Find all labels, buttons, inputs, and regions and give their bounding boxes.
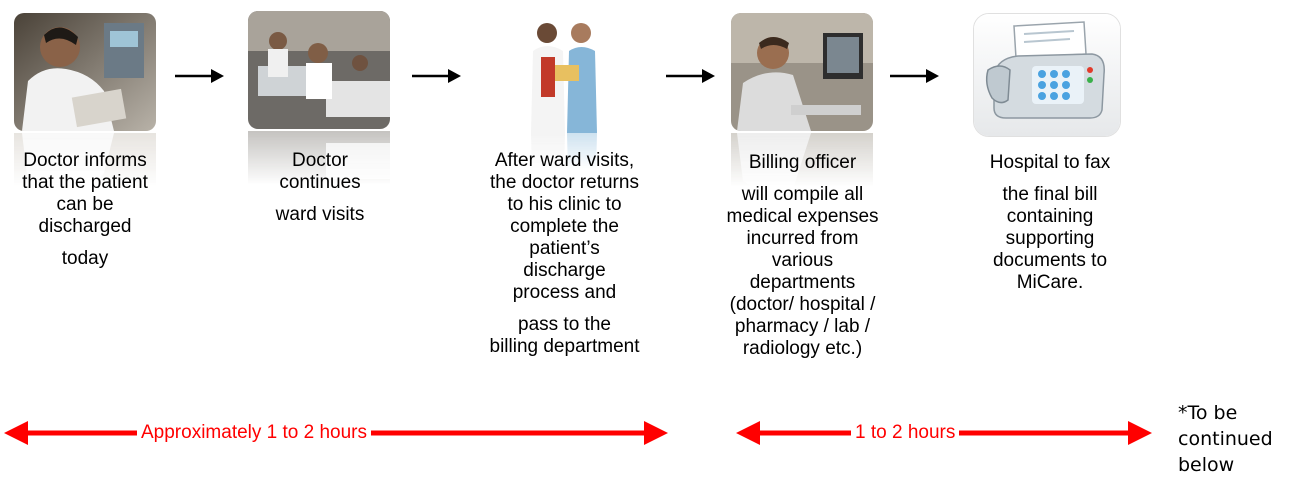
step-3-line: to his clinic to bbox=[507, 194, 622, 215]
step-2-extra: ward visits bbox=[275, 204, 365, 225]
step-3-line: process and bbox=[512, 282, 617, 303]
step-4-text: Billing officer will compile all medical… bbox=[700, 152, 905, 360]
note-line: below bbox=[1178, 454, 1235, 476]
ward-visit-photo bbox=[248, 11, 390, 129]
doctors-discussion-photo bbox=[479, 11, 649, 133]
step-4-extra: medical expenses bbox=[726, 206, 879, 227]
doctor-chart-photo-reflection bbox=[14, 133, 156, 187]
step-1-text: Doctor informs that the patient can be d… bbox=[0, 150, 180, 270]
flow-arrow-4 bbox=[890, 69, 939, 83]
note-line: *To be bbox=[1178, 402, 1238, 424]
doctor-chart-photo bbox=[14, 13, 156, 131]
fax-machine-icon bbox=[973, 13, 1121, 137]
step-4-extra: various bbox=[771, 250, 834, 271]
duration-label-1: Approximately 1 to 2 hours bbox=[137, 422, 372, 444]
step-4-line: Billing officer bbox=[748, 152, 857, 173]
step-5-extra: the final bill bbox=[1002, 184, 1098, 205]
step-4-extra: (doctor/ hospital / bbox=[729, 294, 876, 315]
step-4-extra: will compile all bbox=[741, 184, 864, 205]
step-4-extra: incurred from bbox=[746, 228, 859, 249]
flow-arrow-1 bbox=[175, 69, 224, 83]
step-5-text: Hospital to fax the final bill containin… bbox=[950, 152, 1150, 294]
step-1-line: Doctor informs bbox=[23, 150, 147, 171]
step-3-text: After ward visits, the doctor returns to… bbox=[462, 150, 667, 358]
step-5-line: Hospital to fax bbox=[989, 152, 1111, 173]
ward-visit-photo-reflection bbox=[248, 131, 390, 185]
step-5-extra: MiCare. bbox=[1016, 272, 1084, 293]
duration-label-2: 1 to 2 hours bbox=[851, 422, 960, 444]
doctors-discussion-photo-reflection bbox=[479, 133, 649, 169]
step-5-extra: supporting bbox=[1005, 228, 1095, 249]
note-line: continued bbox=[1178, 428, 1273, 450]
step-3-line: patient’s bbox=[529, 238, 600, 259]
step-5-extra: documents to bbox=[992, 250, 1108, 271]
billing-officer-photo-reflection bbox=[731, 133, 873, 187]
step-1-line: can be bbox=[56, 194, 114, 215]
step-3-line: After ward visits, bbox=[494, 150, 635, 171]
continuation-note: *To be continued below bbox=[1178, 400, 1273, 478]
step-1-extra: today bbox=[61, 248, 109, 269]
step-4-extra: departments bbox=[749, 272, 856, 293]
step-4-extra: pharmacy / lab / bbox=[734, 316, 871, 337]
step-2-line: Doctor bbox=[292, 150, 348, 171]
step-4-extra: radiology etc.) bbox=[742, 338, 863, 359]
step-5-extra: containing bbox=[1006, 206, 1094, 227]
step-2-line: continues bbox=[279, 172, 361, 193]
step-3-line: complete the bbox=[510, 216, 619, 237]
step-2-text: Doctor continues ward visits bbox=[230, 150, 410, 226]
step-1-line: that the patient bbox=[22, 172, 148, 193]
step-3-line: the doctor returns bbox=[490, 172, 639, 193]
step-1-line: discharged bbox=[38, 216, 132, 237]
step-3-extra: billing department bbox=[489, 336, 640, 357]
flow-arrow-3 bbox=[666, 69, 715, 83]
step-3-extra: pass to the bbox=[518, 314, 611, 335]
step-3-line: discharge bbox=[523, 260, 606, 281]
flow-arrow-2 bbox=[412, 69, 461, 83]
billing-officer-photo bbox=[731, 13, 873, 131]
